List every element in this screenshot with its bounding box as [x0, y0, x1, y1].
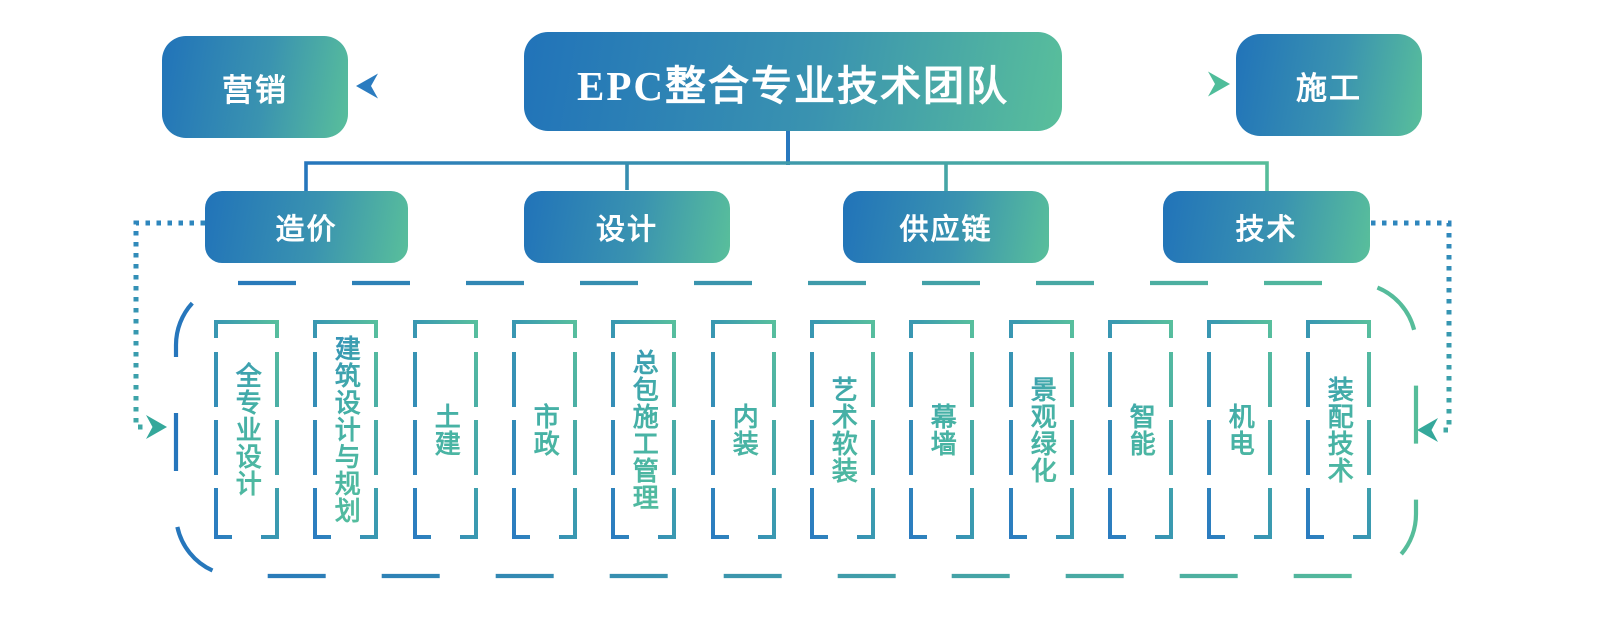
specialty-label-curtain-wall: 幕墙 — [911, 322, 972, 537]
specialty-label-landscape-greening: 景观绿化 — [1011, 322, 1072, 537]
left-loop-connector — [133, 220, 205, 439]
specialty-label-civil-construction: 土建 — [415, 322, 476, 537]
branch-design-label: 设计 — [595, 214, 658, 246]
specialty-border-2 — [313, 320, 378, 539]
specialty-label-interior: 内装 — [713, 322, 774, 537]
root-label: EPC整合专业技术团队 — [577, 62, 1009, 109]
branch-node-cost: 造价 — [205, 191, 408, 263]
specialty-border-5 — [611, 320, 676, 539]
specialty-border-11 — [1207, 320, 1272, 539]
specialty-label-general-contracting: 总包施工管理 — [613, 322, 674, 537]
specialty-label-intelligent: 智能 — [1110, 322, 1171, 537]
construction-arrow — [1062, 71, 1230, 97]
specialty-border-6 — [711, 320, 776, 539]
specialty-label-full-discipline-design: 全专业设计 — [216, 322, 277, 537]
specialty-border-4 — [512, 320, 577, 539]
specialty-border-3 — [413, 320, 478, 539]
right-loop-connector — [1371, 220, 1452, 442]
specialty-label-municipal: 市政 — [514, 322, 575, 537]
branch-supply-chain-label: 供应链 — [899, 214, 993, 246]
branch-technology-label: 技术 — [1235, 214, 1298, 246]
construction-node: 施工 — [1236, 34, 1422, 136]
specialty-border-8 — [909, 320, 974, 539]
specialty-label-mechanical-electrical: 机电 — [1209, 322, 1270, 537]
branch-node-technology: 技术 — [1163, 191, 1370, 263]
specialty-label-architecture-planning: 建筑设计与规划 — [315, 322, 376, 537]
branch-cost-label: 造价 — [275, 214, 338, 246]
marketing-label: 营销 — [222, 72, 288, 108]
specialties-container-border — [173, 280, 1419, 579]
marketing-arrow — [356, 73, 524, 99]
specialty-border-9 — [1009, 320, 1074, 539]
tree-connector — [304, 130, 1269, 192]
specialty-border-7 — [810, 320, 875, 539]
construction-label: 施工 — [1296, 70, 1362, 106]
marketing-node: 营销 — [162, 36, 348, 138]
branch-node-supply-chain: 供应链 — [843, 191, 1049, 263]
specialty-label-art-soft-furnishing: 艺术软装 — [812, 322, 873, 537]
specialty-border-1 — [214, 320, 279, 539]
root-node: EPC整合专业技术团队 — [524, 32, 1062, 131]
specialty-borders — [214, 320, 1371, 539]
branch-node-design: 设计 — [524, 191, 730, 263]
specialty-border-10 — [1108, 320, 1173, 539]
specialty-border-12 — [1306, 320, 1371, 539]
specialty-label-prefabrication-technology: 装配技术 — [1308, 322, 1369, 537]
